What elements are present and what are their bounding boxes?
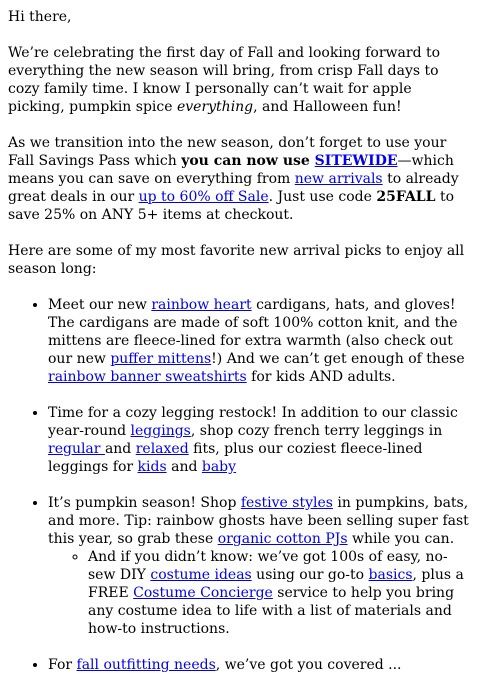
fall-outfitting-link[interactable]: fall outfitting needs: [76, 657, 216, 673]
festive-styles-link[interactable]: festive styles: [240, 495, 333, 511]
baby-link[interactable]: baby: [201, 459, 237, 475]
legging-text-2: , shop cozy french terry leggings in: [190, 423, 443, 439]
costume-ideas-link[interactable]: costume ideas: [150, 567, 252, 583]
organic-cotton-pjs-link[interactable]: organic cotton PJs: [217, 531, 348, 547]
legging-text-3: and: [104, 441, 136, 457]
list-item-pumpkin: It’s pumpkin season! Shop festive styles…: [48, 494, 472, 638]
leggings-link[interactable]: leggings: [130, 423, 191, 439]
basics-link[interactable]: basics: [368, 567, 413, 583]
savings-text-4: . Just use code: [268, 189, 377, 205]
costume-text-4: service to help you bring any costume id…: [88, 585, 455, 637]
savings-text-2: —which means you can save on everything …: [8, 153, 454, 187]
intro-paragraph: We’re celebrating the first day of Fall …: [8, 44, 472, 116]
rainbow-text-4: for kids AND adults.: [246, 369, 396, 385]
costume-text-3: , plus a FREE: [88, 567, 464, 601]
nested-list: And if you didn’t know: we’ve got 100s o…: [48, 548, 472, 638]
greeting: Hi there,: [8, 9, 72, 25]
costume-text-2: using our go-to: [251, 567, 369, 583]
pumpkin-text-2: in pumpkins, bats, and more. Tip: rainbo…: [48, 495, 469, 547]
rainbow-heart-link[interactable]: rainbow heart: [151, 297, 252, 313]
list-item-rainbow: Meet our new rainbow heart cardigans, ha…: [48, 296, 472, 386]
rainbow-text-2: cardigans, hats, and gloves! The cardiga…: [48, 297, 458, 367]
sale-link[interactable]: up to 60% off Sale: [138, 189, 269, 205]
cutoff-text-1: For: [48, 657, 77, 673]
savings-text-1: As we transition into the new season, do…: [8, 135, 447, 169]
list-item-fall-outfitting: For fall outfitting needs, we’ve got you…: [48, 656, 472, 674]
picks-intro: Here are some of my most favorite new ar…: [8, 243, 465, 277]
intro-emphasis: everything: [176, 99, 254, 115]
new-arrivals-link[interactable]: new arrivals: [294, 171, 383, 187]
rainbow-banner-sweatshirts-link[interactable]: rainbow banner sweatshirts: [48, 369, 247, 385]
costume-concierge-link[interactable]: Costume Concierge: [133, 585, 273, 601]
kids-link[interactable]: kids: [137, 459, 167, 475]
pumpkin-text-1: It’s pumpkin season! Shop: [48, 495, 241, 511]
savings-text-3: to already great deals in our: [8, 171, 459, 205]
intro-text-1: We’re celebrating the first day of Fall …: [8, 45, 441, 115]
legging-text-1: Time for a cozy legging restock! In addi…: [48, 405, 458, 439]
list-item-costume: And if you didn’t know: we’ve got 100s o…: [88, 548, 472, 638]
legging-text-4: fits, plus our coziest fleece-lined legg…: [48, 441, 423, 475]
legging-text-5: and: [166, 459, 202, 475]
regular-link[interactable]: regular: [48, 441, 105, 457]
cutoff-text-2: , we’ve got you covered ...: [215, 657, 402, 673]
intro-text-2: , and Halloween fun!: [253, 99, 402, 115]
rainbow-text-1: Meet our new: [48, 297, 152, 313]
list-item-leggings: Time for a cozy legging restock! In addi…: [48, 404, 472, 476]
puffer-mittens-link[interactable]: puffer mittens: [110, 351, 212, 367]
picks-list: Meet our new rainbow heart cardigans, ha…: [8, 296, 472, 674]
rainbow-text-3: !) And we can’t get enough of these: [211, 351, 465, 367]
promo-code: 25FALL: [376, 189, 436, 205]
savings-bold: you can now use: [181, 153, 315, 169]
sitewide-link[interactable]: SITEWIDE: [314, 153, 398, 169]
savings-paragraph: As we transition into the new season, do…: [8, 134, 472, 224]
pumpkin-text-3: while you can.: [347, 531, 455, 547]
costume-text-1: And if you didn’t know: we’ve got 100s o…: [88, 549, 448, 583]
relaxed-link[interactable]: relaxed: [135, 441, 189, 457]
savings-text-5: to save 25% on ANY 5+ items at checkout.: [8, 189, 455, 223]
